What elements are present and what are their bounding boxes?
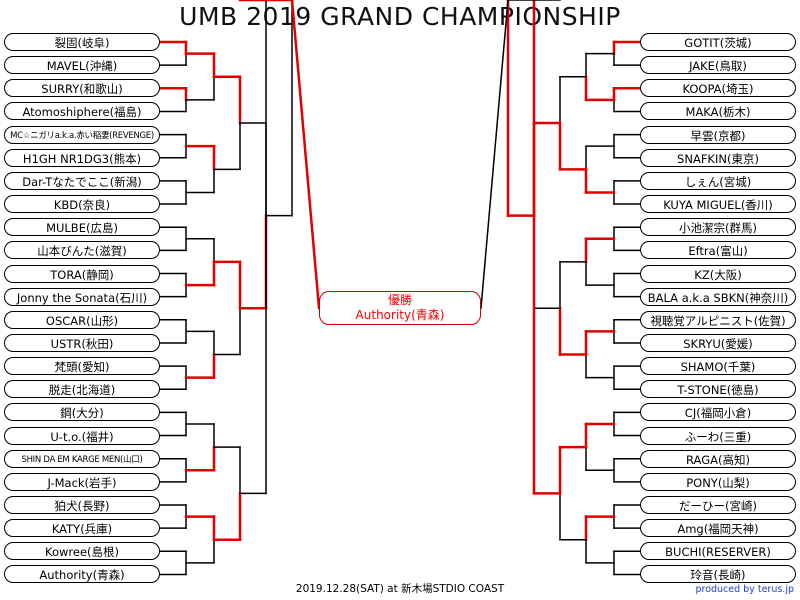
player-box: CJ(福岡小倉) xyxy=(640,403,796,422)
player-box: T-STONE(徳島) xyxy=(640,380,796,399)
player-box: SHIN DA EM KARGE MEN(山口) xyxy=(4,449,160,468)
player-box: SURRY(和歌山) xyxy=(4,79,160,98)
player-box: MC☆ニガリa.k.a.赤い稲妻(REVENGE) xyxy=(4,125,160,144)
player-box: 脱走(北海道) xyxy=(4,380,160,399)
player-box: TORA(静岡) xyxy=(4,264,160,283)
player-box: Dar-Tなたでここ(新潟) xyxy=(4,171,160,190)
bracket-title: UMB 2019 GRAND CHAMPIONSHIP xyxy=(179,2,621,31)
player-box: RAGA(高知) xyxy=(640,449,796,468)
player-box: SNAFKIN(東京) xyxy=(640,148,796,167)
player-box: 玲音(長崎) xyxy=(640,565,796,584)
player-box: しぇん(宮城) xyxy=(640,171,796,190)
player-box: BUCHI(RESERVER) xyxy=(640,542,796,561)
player-box: J-Mack(岩手) xyxy=(4,472,160,491)
player-box: ふーわ(三重) xyxy=(640,426,796,445)
player-box: 梵頭(愛知) xyxy=(4,357,160,376)
player-box: 裂固(岐阜) xyxy=(4,33,160,51)
player-box: MULBE(広島) xyxy=(4,218,160,237)
champion-name: Authority(青森) xyxy=(355,308,445,322)
player-box: MAVEL(沖縄) xyxy=(4,56,160,75)
player-box: KATY(兵庫) xyxy=(4,519,160,538)
player-box: SHAMO(千葉) xyxy=(640,357,796,376)
player-box: MAKA(栃木) xyxy=(640,102,796,121)
player-box: 鋼(大分) xyxy=(4,403,160,422)
player-box: だーひー(宮崎) xyxy=(640,496,796,514)
player-box: KBD(奈良) xyxy=(4,195,160,214)
player-box: USTR(秋田) xyxy=(4,333,160,352)
player-box: BALA a.k.a SBKN(神奈川) xyxy=(640,287,796,306)
player-box: H1GH NR1DG3(熊本) xyxy=(4,148,160,167)
player-box: Atomoshiphere(福島) xyxy=(4,102,160,121)
player-box: Kowree(島根) xyxy=(4,542,160,561)
player-box: KZ(大阪) xyxy=(640,264,796,283)
player-box: 狛犬(長野) xyxy=(4,496,160,514)
player-box: KOOPA(埼玉) xyxy=(640,79,796,98)
player-box: 視聴覚アルピニスト(佐賀) xyxy=(640,310,796,329)
player-box: OSCAR(山形) xyxy=(4,310,160,329)
player-box: Eftra(富山) xyxy=(640,241,796,260)
final-line-left xyxy=(290,0,321,310)
player-box: PONY(山梨) xyxy=(640,472,796,491)
event-date-venue: 2019.12.28(SAT) at 新木場STDIO COAST xyxy=(295,583,505,595)
producer-credit: produced by terus.jp xyxy=(695,584,794,595)
champion-label: 優勝 xyxy=(387,293,412,307)
final-line-right xyxy=(480,0,509,309)
player-box: 山本びんた(滋賀) xyxy=(4,241,160,260)
player-box: Authority(青森) xyxy=(4,565,160,584)
champion-box: 優勝 Authority(青森) xyxy=(319,291,481,325)
player-box: Amg(福岡天神) xyxy=(640,519,796,538)
player-box: GOTIT(茨城) xyxy=(640,33,796,51)
player-box: Jonny the Sonata(石川) xyxy=(4,287,160,306)
player-box: 小池潔宗(群馬) xyxy=(640,218,796,237)
player-box: SKRYU(愛媛) xyxy=(640,333,796,352)
player-box: U-t.o.(福井) xyxy=(4,426,160,445)
player-box: 早雲(京都) xyxy=(640,125,796,144)
player-box: KUYA MIGUEL(香川) xyxy=(640,195,796,214)
player-box: JAKE(鳥取) xyxy=(640,56,796,75)
